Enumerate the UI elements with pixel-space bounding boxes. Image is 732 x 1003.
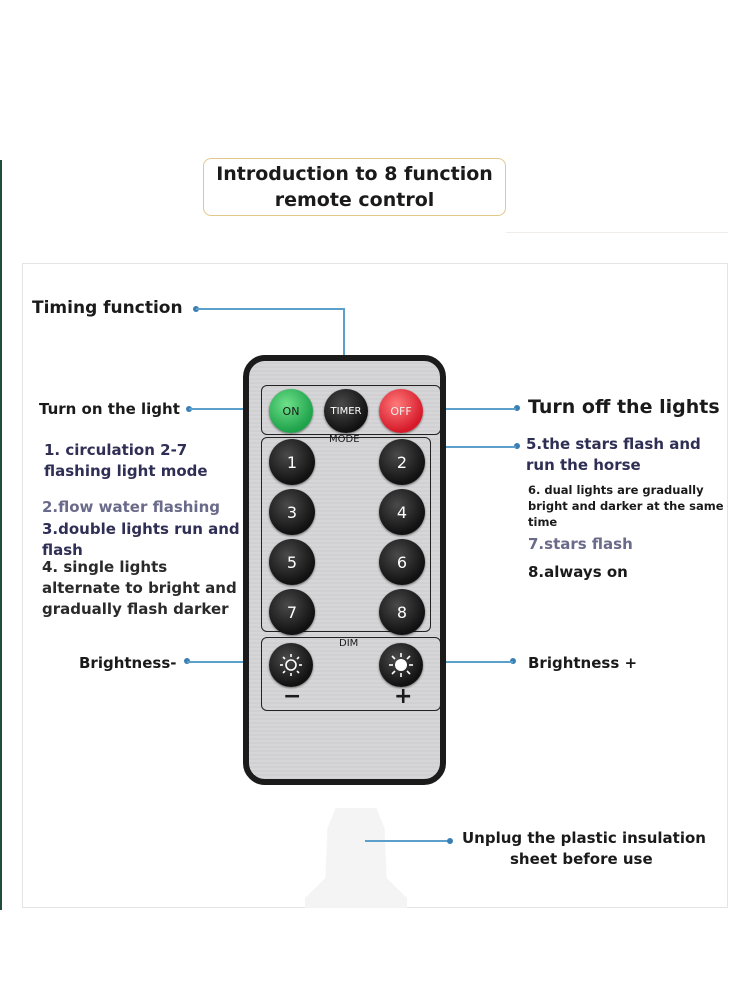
label-mode7: 7.stars flash — [528, 535, 633, 553]
label-brightness-plus: Brightness + — [528, 654, 638, 672]
timing-line-v — [343, 308, 345, 400]
bright-plus-dot — [510, 658, 516, 664]
dim-label: DIM — [339, 638, 359, 649]
mode-button-6[interactable]: 6 — [379, 539, 425, 585]
power-group — [261, 385, 440, 435]
mode-button-4[interactable]: 4 — [379, 489, 425, 535]
turn-on-line — [189, 408, 289, 410]
label-unplug-b: sheet before use — [510, 850, 653, 868]
label-turn-on: Turn on the light — [39, 400, 180, 418]
title-line-1: Introduction to 8 function — [216, 163, 493, 185]
mode-button-3[interactable]: 3 — [269, 489, 315, 535]
label-mode3-a: 3.double lights run and — [42, 520, 240, 538]
mode-button-1[interactable]: 1 — [269, 439, 315, 485]
brightness-up-button[interactable] — [379, 643, 423, 687]
minus-symbol: − — [283, 684, 302, 709]
dim-group — [261, 637, 440, 711]
label-mode1-a: 1. circulation 2-7 — [44, 441, 188, 459]
label-mode6-b: bright and darker at the same — [528, 499, 724, 513]
title-divider — [506, 232, 728, 233]
title-line-2: remote control — [274, 189, 435, 211]
label-mode8: 8.always on — [528, 563, 628, 581]
turn-off-dot — [514, 405, 520, 411]
label-unplug-a: Unplug the plastic insulation — [462, 829, 706, 847]
mode-dot — [514, 443, 520, 449]
remote-control: ON TIMER OFF MODE 1 2 3 4 5 6 7 8 DIM — [243, 355, 446, 785]
mode-label: MODE — [329, 434, 360, 445]
label-mode6-c: time — [528, 515, 558, 529]
label-mode1-b: flashing light mode — [44, 462, 208, 480]
bright-plus-line — [405, 661, 513, 663]
left-edge-bar — [0, 160, 2, 910]
timer-button[interactable]: TIMER — [324, 389, 368, 433]
label-mode4-c: gradually flash darker — [42, 600, 229, 618]
turn-off-line — [400, 408, 516, 410]
plus-symbol: + — [394, 684, 413, 709]
mode-button-2[interactable]: 2 — [379, 439, 425, 485]
label-mode4-a: 4. single lights — [42, 558, 168, 576]
bright-minus-line — [187, 661, 288, 663]
label-mode5-a: 5.the stars flash and — [526, 435, 701, 453]
label-timing: Timing function — [32, 298, 183, 318]
label-turn-off: Turn off the lights — [528, 396, 720, 418]
off-button[interactable]: OFF — [379, 389, 423, 433]
label-mode3-b: flash — [42, 541, 83, 559]
sun-outline-icon — [280, 654, 302, 676]
on-button[interactable]: ON — [269, 389, 313, 433]
label-mode4-b: alternate to bright and — [42, 579, 237, 597]
label-mode6-a: 6. dual lights are gradually — [528, 483, 704, 497]
label-brightness-minus: Brightness- — [79, 654, 177, 672]
mode-button-5[interactable]: 5 — [269, 539, 315, 585]
mode-group — [261, 437, 431, 632]
label-mode5-b: run the horse — [526, 456, 641, 474]
unplug-line — [365, 840, 450, 842]
mode-button-8[interactable]: 8 — [379, 589, 425, 635]
label-mode2: 2.flow water flashing — [42, 498, 220, 516]
timing-line-h — [196, 308, 344, 310]
title-box: Introduction to 8 function remote contro… — [203, 158, 506, 216]
mode-button-7[interactable]: 7 — [269, 589, 315, 635]
sun-filled-icon — [389, 653, 413, 677]
brightness-down-button[interactable] — [269, 643, 313, 687]
unplug-dot — [447, 838, 453, 844]
mode-line — [427, 446, 516, 448]
